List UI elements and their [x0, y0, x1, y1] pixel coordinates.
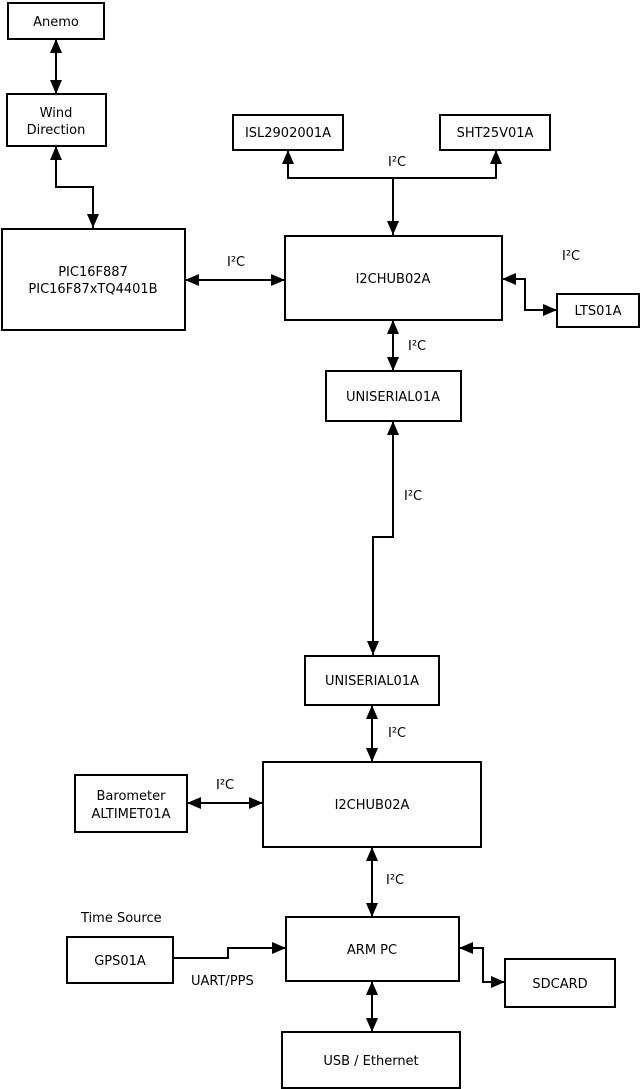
- edge-label-i2c-barometer-hub2: I²C: [216, 778, 234, 793]
- node-pic-label-line2: PIC16F87xTQ4401B: [28, 282, 157, 297]
- node-uniserial-top-label: UNISERIAL01A: [346, 390, 440, 405]
- node-uniserial-bottom-box: [304, 655, 440, 706]
- node-lts-box: [556, 293, 640, 328]
- node-gps-box: [66, 936, 174, 984]
- node-wind-direction-label-line1: Wind: [40, 106, 73, 121]
- node-anemo-box: [7, 2, 105, 40]
- edge-label-i2c-uniserial-link: I²C: [404, 489, 422, 504]
- node-wind-direction-label-line2: Direction: [27, 123, 86, 138]
- node-lts-label: LTS01A: [574, 304, 621, 319]
- edge-label-i2c-hub-uniserial: I²C: [408, 339, 426, 354]
- node-barometer-label-line1: Barometer: [97, 789, 167, 804]
- node-arm-pc-box: [285, 916, 460, 982]
- node-anemo-label: Anemo: [33, 15, 79, 30]
- edge-uniserialtop-uniserialbottom: [367, 421, 399, 655]
- node-wind-direction-box: [6, 93, 107, 147]
- node-sht-box: [439, 114, 551, 151]
- node-barometer-label-line2: ALTIMET01A: [92, 807, 171, 822]
- node-i2chub-bottom-box: [262, 761, 482, 848]
- edge-label-time-source: Time Source: [80, 911, 162, 926]
- node-pic-label-line1: PIC16F887: [58, 265, 128, 280]
- edge-label-i2c-hub-lts: I²C: [562, 249, 580, 264]
- node-uniserial-top-box: [325, 370, 462, 422]
- edge-hubtop-lts: [502, 273, 557, 316]
- edge-label-i2c-hub2-armpc: I²C: [386, 873, 404, 888]
- node-gps-label: GPS01A: [94, 954, 146, 969]
- node-usb-ethernet-label: USB / Ethernet: [323, 1054, 418, 1069]
- node-i2chub-top-box: [284, 235, 503, 321]
- edge-label-i2c-bus-top: I²C: [388, 155, 406, 170]
- node-sdcard-label: SDCARD: [532, 977, 587, 992]
- node-usb-ethernet-box: [281, 1031, 461, 1089]
- node-i2chub-bottom-label: I2CHUB02A: [335, 798, 410, 813]
- node-uniserial-bottom-label: UNISERIAL01A: [325, 674, 419, 689]
- node-isl-label: ISL2902001A: [245, 126, 331, 141]
- node-barometer-box: [74, 774, 188, 833]
- node-sht-label: SHT25V01A: [457, 126, 534, 141]
- node-isl-box: [232, 114, 344, 151]
- edge-label-i2c-pic-hub: I²C: [227, 255, 245, 270]
- edge-winddirection-pic: [50, 146, 99, 228]
- edge-gps-armpc: [173, 942, 286, 959]
- edge-label-i2c-uniserial-hub2: I²C: [388, 726, 406, 741]
- node-pic-box: [1, 228, 186, 331]
- edge-armpc-sdcard: [459, 942, 505, 988]
- node-arm-pc-label: ARM PC: [347, 943, 397, 958]
- node-i2chub-top-label: I2CHUB02A: [356, 272, 431, 287]
- node-sdcard-box: [504, 958, 616, 1008]
- edge-label-uart-pps: UART/PPS: [191, 974, 254, 989]
